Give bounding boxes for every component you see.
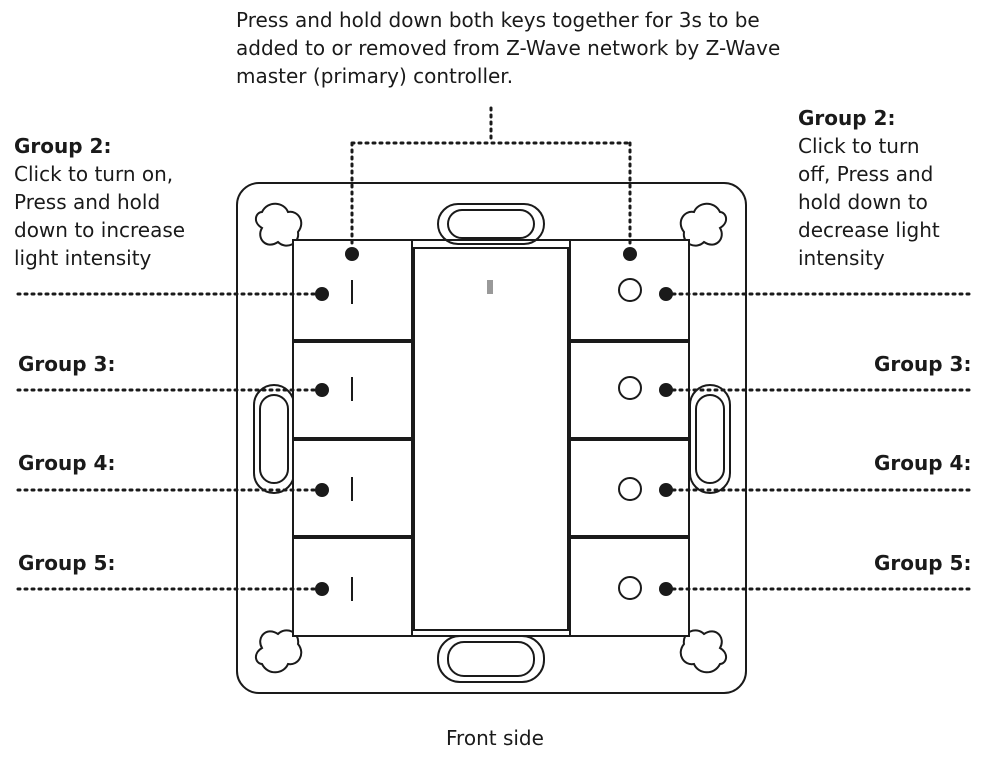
off-symbol-3 [618, 477, 642, 501]
right-group2-line-4: decrease light [798, 218, 940, 242]
mount-lobe-bottom-right [679, 629, 727, 674]
dot-left-1 [315, 287, 329, 301]
center-panel [413, 247, 569, 631]
mount-lobe-top-right [679, 202, 727, 247]
mount-lobe-top-left [255, 202, 303, 247]
caption: Front side [446, 726, 544, 750]
left-group2-line-2: Press and hold [14, 190, 161, 214]
left-group2-line-3: down to increase [14, 218, 186, 242]
dot-right-1 [659, 287, 673, 301]
right-group2-line-1: Click to turn [798, 134, 920, 158]
right-group3-label: Group 3: [874, 352, 972, 376]
device-frame [236, 182, 747, 694]
dot-left-4 [315, 582, 329, 596]
dot-left-2 [315, 383, 329, 397]
dot-right-4 [659, 582, 673, 596]
right-group2-line-3: hold down to [798, 190, 928, 214]
right-group2-line-5: intensity [798, 246, 885, 270]
dot-combo-right [623, 247, 637, 261]
off-symbol-2 [618, 376, 642, 400]
left-group2-line-4: light intensity [14, 246, 152, 270]
left-button-3 [292, 439, 413, 537]
off-symbol-4 [618, 576, 642, 600]
right-group5-label: Group 5: [874, 551, 972, 575]
clip-bottom [437, 635, 545, 683]
dot-left-3 [315, 483, 329, 497]
left-group2-line-1: Click to turn on, [14, 162, 174, 186]
mount-lobe-bottom-left [255, 629, 303, 674]
top-note-line-2: added to or removed from Z-Wave network … [236, 36, 781, 60]
led-indicator [487, 280, 493, 294]
leader-top-note [350, 106, 632, 248]
dot-right-2 [659, 383, 673, 397]
left-group2-title: Group 2: [14, 134, 112, 158]
clip-right [689, 384, 731, 494]
dot-right-3 [659, 483, 673, 497]
top-note-line-3: master (primary) controller. [236, 64, 514, 88]
left-group5-label: Group 5: [18, 551, 116, 575]
off-symbol-1 [618, 278, 642, 302]
clip-left [253, 384, 295, 494]
clip-top [437, 203, 545, 245]
right-group2-line-2: off, Press and [798, 162, 934, 186]
left-group3-label: Group 3: [18, 352, 116, 376]
top-note-line-1: Press and hold down both keys together f… [236, 8, 760, 32]
left-group4-label: Group 4: [18, 451, 116, 475]
dot-combo-left [345, 247, 359, 261]
right-group2-title: Group 2: [798, 106, 896, 130]
right-group4-label: Group 4: [874, 451, 972, 475]
